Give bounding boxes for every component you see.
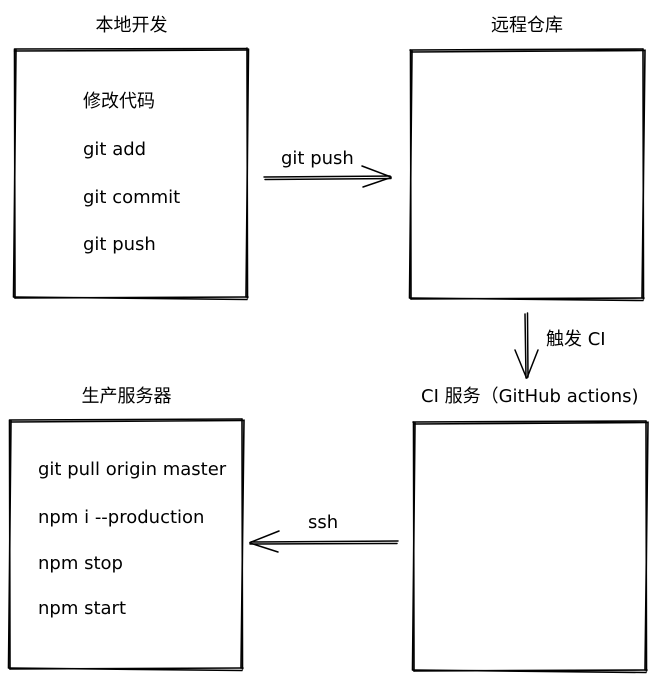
local-step-3: git commit — [83, 187, 181, 208]
box-ci — [411, 420, 649, 674]
edge-label-ssh: ssh — [308, 512, 339, 533]
edge-label-git-push: git push — [281, 148, 354, 169]
box-local — [12, 47, 250, 301]
box-remote — [408, 48, 646, 302]
box-ci-title: CI 服务（GitHub actions) — [421, 386, 639, 407]
local-step-2: git add — [83, 139, 147, 160]
prod-step-2: npm i --production — [38, 507, 205, 528]
edge-label-trigger-ci: 触发 CI — [546, 329, 606, 350]
box-local-title: 本地开发 — [95, 15, 168, 36]
prod-step-1: git pull origin master — [38, 459, 227, 480]
local-step-4: git push — [83, 234, 156, 255]
prod-step-4: npm start — [38, 598, 127, 619]
arrow-ci-to-prod — [249, 530, 399, 553]
box-prod-title: 生产服务器 — [81, 386, 172, 407]
local-step-1: 修改代码 — [83, 91, 155, 112]
box-prod — [7, 418, 245, 672]
box-remote-title: 远程仓库 — [491, 15, 563, 36]
arrow-remote-to-ci — [514, 312, 539, 379]
arrow-local-to-remote — [263, 165, 392, 188]
prod-step-3: npm stop — [38, 553, 123, 574]
